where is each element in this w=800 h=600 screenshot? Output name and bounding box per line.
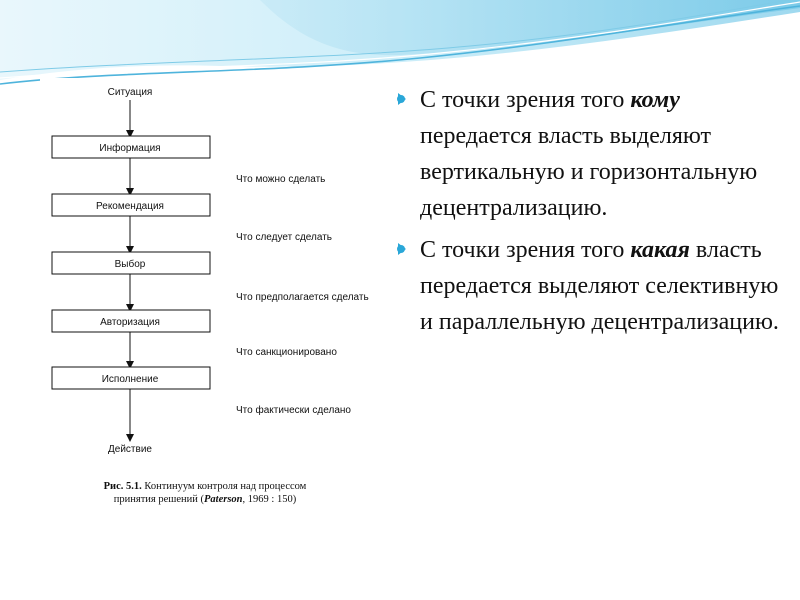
side-label-supposed-to-do: Что предполагается сделать <box>236 292 369 303</box>
side-label-should-do: Что следует сделать <box>236 232 332 243</box>
step-box-authorization <box>51 309 211 333</box>
step-box-recommendation <box>51 193 211 217</box>
bullet-text-before: С точки зрения того <box>420 237 631 263</box>
side-label-actually-done: Что фактически сделано <box>236 404 351 416</box>
caption-author: Paterson <box>204 494 243 505</box>
bullet-text-after: передается власть выделяют вертикальную … <box>420 123 758 221</box>
bullet-item-selective-parallel: С точки зрения того какая власть передае… <box>397 232 790 340</box>
step-label-execution: Исполнение <box>102 374 159 385</box>
step-label-authorization: Авторизация <box>100 317 160 328</box>
step-label-information: Информация <box>99 142 160 154</box>
step-box-information <box>51 135 211 159</box>
bullet-emphasis: кому <box>630 87 680 113</box>
caption-line2-start: принятия решений ( <box>114 494 205 505</box>
bullet-text-before: С точки зрения того <box>420 87 631 113</box>
step-label-recommendation: Рекомендация <box>96 201 164 212</box>
diagram-start-label: Ситуация <box>108 87 153 98</box>
step-box-choice <box>51 251 211 275</box>
caption-figure-number: Рис. 5.1. <box>104 481 142 492</box>
diagram-canvas: Ситуация Информация Что можно сделать Ре… <box>51 87 369 505</box>
bullet-text-after: власть передается выделяют селективную и… <box>420 237 779 335</box>
caption-line1-text: Континуум контроля над процессом <box>142 481 307 492</box>
caption-line2-end: , 1969 : 150) <box>243 494 297 505</box>
step-box-execution <box>51 366 211 390</box>
bullet-item-vertical-horizontal: С точки зрения того кому передается влас… <box>397 82 790 226</box>
figure-caption-line-2: принятия решений (Paterson, 1969 : 150) <box>114 494 297 505</box>
bullet-emphasis: какая <box>630 237 690 263</box>
control-continuum-diagram: Ситуация Информация Что можно сделать Ре… <box>40 78 390 508</box>
figure-caption-line-1: Рис. 5.1. Континуум контроля над процесс… <box>104 481 307 492</box>
bullet-list: С точки зрения того кому передается влас… <box>397 82 790 346</box>
side-label-can-do: Что можно сделать <box>236 174 325 185</box>
step-label-choice: Выбор <box>115 258 146 270</box>
header-wave-banner <box>0 0 800 89</box>
bullet-icon <box>397 93 406 105</box>
side-label-sanctioned: Что санкционировано <box>236 347 337 358</box>
bullet-icon <box>397 243 406 255</box>
diagram-end-label: Действие <box>108 444 152 455</box>
